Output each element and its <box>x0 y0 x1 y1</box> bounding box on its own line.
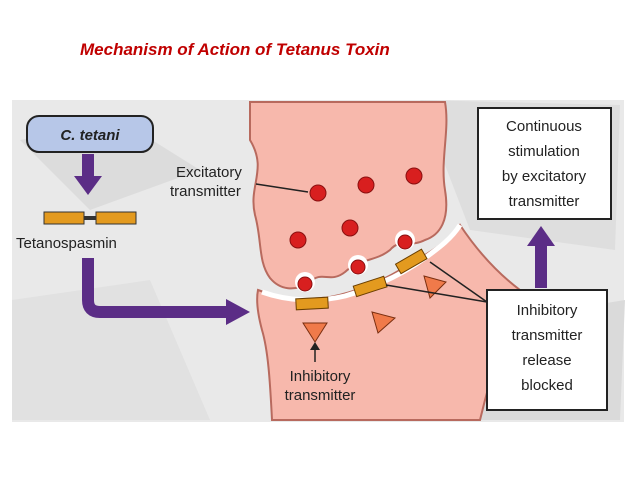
result-line-4: transmitter <box>509 193 580 210</box>
blocked-pointer <box>385 284 488 303</box>
excitatory-vesicles <box>289 167 423 292</box>
vesicle <box>405 167 423 185</box>
result-box: Continuous stimulation by excitatory tra… <box>477 107 612 220</box>
excitatory-label-2: transmitter <box>170 183 241 200</box>
blocked-line-2: transmitter <box>512 327 583 344</box>
toxin-label: Tetanospasmin <box>16 235 117 252</box>
organism-label: C. tetani <box>60 127 120 144</box>
excitatory-pointer <box>255 183 309 193</box>
blocked-line-3: release <box>522 352 571 369</box>
toxin-block <box>394 248 428 275</box>
excitatory-label-1: Excitatory <box>176 164 242 181</box>
vesicle <box>341 219 359 237</box>
toxin-block <box>352 275 388 298</box>
vesicle <box>357 176 375 194</box>
vesicle <box>297 276 313 292</box>
page-title: Mechanism of Action of Tetanus Toxin <box>80 40 390 59</box>
organism-box: C. tetani <box>26 115 154 153</box>
blocked-line-1: Inhibitory <box>517 302 578 319</box>
toxin-icon <box>43 211 137 225</box>
arrow-to-synapse <box>82 258 228 318</box>
arrow-to-result <box>527 226 555 288</box>
blocked-line-4: blocked <box>521 377 573 394</box>
inhibitory-pointer-head <box>310 342 320 350</box>
vesicle <box>289 231 307 249</box>
result-line-3: by excitatory <box>502 168 587 185</box>
blocked-box: Inhibitory transmitter release blocked <box>486 289 608 411</box>
vesicle <box>309 184 327 202</box>
inhibitory-transmitter <box>371 311 397 334</box>
arrow-to-toxin <box>74 154 102 195</box>
inhibitory-label-2: transmitter <box>285 387 356 404</box>
bound-toxin-blocks <box>295 248 428 311</box>
vesicle <box>397 234 413 250</box>
result-line-1: Continuous <box>506 118 582 135</box>
result-line-2: stimulation <box>508 143 580 160</box>
vesicle <box>350 259 366 275</box>
toxin-block <box>295 296 329 311</box>
inhibitory-transmitter <box>302 322 328 343</box>
arrow-to-synapse-head <box>226 299 250 325</box>
inhibitory-label-1: Inhibitory <box>290 368 351 385</box>
blocked-pointer <box>429 261 488 303</box>
